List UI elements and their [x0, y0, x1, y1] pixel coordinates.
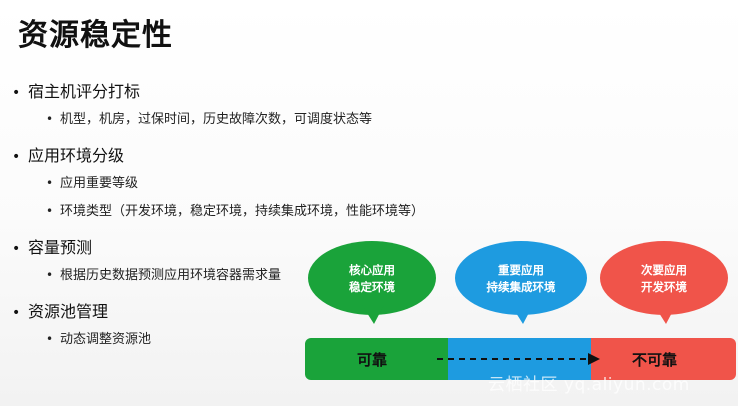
bullet-capacity-forecast: • 容量预测: [12, 234, 92, 258]
bubble-important-ci: [455, 241, 587, 324]
bullet-dot: •: [12, 149, 21, 165]
bullet-dot: •: [12, 305, 21, 321]
bullet-text: 容量预测: [28, 238, 93, 257]
bullet-env-grading: • 应用环境分级: [12, 142, 124, 166]
bubble-line2: 持续集成环境: [486, 280, 556, 294]
bullet-dot: •: [46, 112, 54, 126]
bubble-core-stable: [308, 241, 436, 324]
sub-bullet-text: 根据历史数据预测应用环境容器需求量: [60, 268, 282, 283]
sub-bullet-importance: • 应用重要等级: [46, 172, 138, 191]
sub-bullet-text: 应用重要等级: [60, 176, 139, 191]
bubble-line2: 开发环境: [641, 280, 687, 294]
slide-title: 资源稳定性: [18, 18, 173, 53]
reliability-bar-green: [305, 338, 448, 380]
bubble-core-label: 核心应用 稳定环境: [317, 262, 427, 296]
watermark: 云栖社区 yq.aliyun.com: [488, 375, 690, 395]
sub-bullet-text: 动态调整资源池: [60, 332, 152, 347]
sub-bullet-text: 机型，机房，过保时间，历史故障次数，可调度状态等: [60, 112, 373, 127]
bubble-important-label: 重要应用 持续集成环境: [466, 262, 576, 296]
bubble-line1: 重要应用: [498, 263, 544, 277]
sub-bullet-host-attrs: • 机型，机房，过保时间，历史故障次数，可调度状态等: [46, 108, 372, 127]
bullet-text: 资源池管理: [28, 302, 109, 321]
unreliable-label: 不可靠: [632, 351, 678, 369]
bullet-dot: •: [46, 176, 54, 190]
bubble-minor-dev: [600, 241, 728, 324]
bullet-dot: •: [46, 332, 54, 346]
sub-bullet-text: 环境类型（开发环境，稳定环境，持续集成环境，性能环境等）: [60, 204, 425, 219]
reliability-bar-red: [591, 338, 736, 380]
sub-bullet-forecast: • 根据历史数据预测应用环境容器需求量: [46, 264, 281, 283]
bullet-host-scoring: • 宿主机评分打标: [12, 78, 140, 102]
bullet-text: 应用环境分级: [28, 146, 125, 165]
bullet-pool-mgmt: • 资源池管理: [12, 298, 108, 322]
bullet-dot: •: [12, 241, 21, 257]
reliable-label: 可靠: [357, 351, 388, 369]
sub-bullet-pool: • 动态调整资源池: [46, 328, 151, 347]
bullet-dot: •: [46, 268, 54, 282]
bubble-line1: 次要应用: [641, 263, 687, 277]
bullet-dot: •: [46, 204, 54, 218]
sub-bullet-env-types: • 环境类型（开发环境，稳定环境，持续集成环境，性能环境等）: [46, 200, 424, 219]
bullet-text: 宿主机评分打标: [28, 82, 141, 101]
bubble-minor-label: 次要应用 开发环境: [609, 262, 719, 296]
bullet-dot: •: [12, 85, 21, 101]
bubble-line1: 核心应用: [349, 263, 395, 277]
bubble-line2: 稳定环境: [349, 280, 395, 294]
